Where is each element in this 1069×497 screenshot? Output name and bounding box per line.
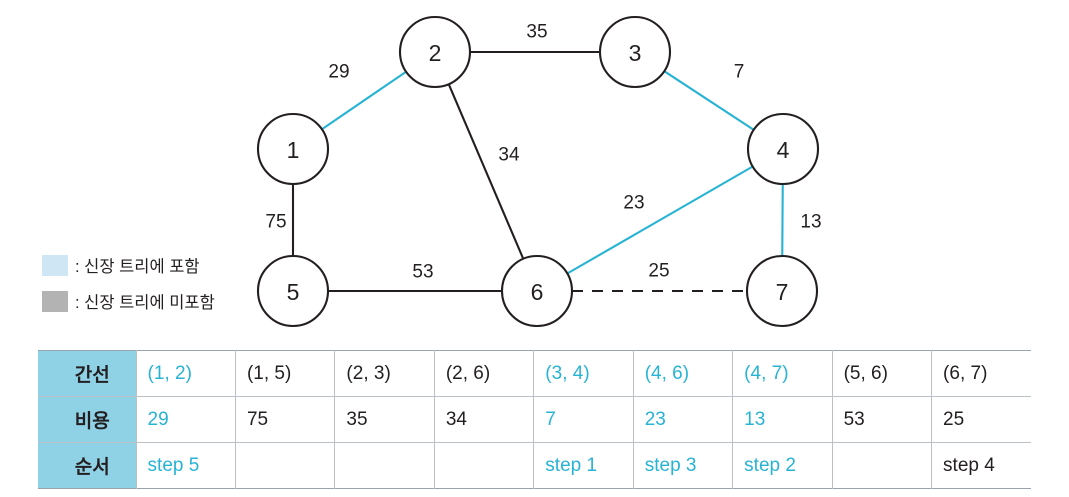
edge-weight-label: 25 — [648, 261, 669, 282]
edge-table-container: 간선 (1, 2)(1, 5)(2, 3)(2, 6)(3, 4)(4, 6)(… — [38, 350, 1031, 489]
cell-cost: 53 — [832, 396, 933, 443]
cell-edge: (2, 3) — [334, 350, 435, 397]
edge-weight-label: 13 — [800, 212, 821, 233]
cell-cost: 29 — [136, 396, 236, 443]
edge-weight-label: 75 — [265, 212, 286, 233]
cell-order: step 2 — [732, 442, 833, 489]
graph-edge-1-2 — [321, 70, 407, 131]
row-header-edge: 간선 — [38, 350, 137, 397]
graph-node-2 — [398, 15, 472, 89]
cell-edge: (5, 6) — [832, 350, 933, 397]
cell-cost: 13 — [732, 396, 833, 443]
legend-swatch-excluded — [42, 290, 68, 312]
graph-edge-3-4 — [663, 70, 755, 131]
edge-cost-order-table: 간선 (1, 2)(1, 5)(2, 3)(2, 6)(3, 4)(4, 6)(… — [38, 350, 1031, 489]
graph-node-6 — [500, 254, 574, 328]
edge-weight-label: 7 — [734, 62, 745, 83]
edge-weight-label: 53 — [412, 262, 433, 283]
edge-weight-label: 23 — [623, 193, 644, 214]
cell-order — [235, 442, 336, 489]
cell-edge: (4, 7) — [732, 350, 833, 397]
edge-weight-label: 34 — [498, 145, 520, 166]
row-header-order: 순서 — [38, 442, 137, 489]
cell-order: step 3 — [633, 442, 734, 489]
row-header-cost: 비용 — [38, 396, 137, 443]
cell-cost: 34 — [434, 396, 535, 443]
legend-item-excluded: : 신장 트리에 미포함 — [42, 286, 272, 316]
cell-edge: (3, 4) — [533, 350, 634, 397]
edge-layer — [291, 50, 784, 293]
graph-node-label: 7 — [776, 279, 789, 305]
cell-cost: 25 — [931, 396, 1031, 443]
graph-node-7 — [745, 254, 819, 328]
legend: : 신장 트리에 포함 : 신장 트리에 미포함 — [42, 250, 272, 322]
legend-swatch-included — [42, 254, 68, 276]
cell-order — [334, 442, 435, 489]
edge-weight-label: 35 — [526, 22, 547, 43]
graph-node-5 — [256, 254, 330, 328]
cell-cost: 23 — [633, 396, 734, 443]
edge-weight-label: 29 — [328, 62, 349, 83]
graph-node-4 — [746, 112, 820, 186]
legend-item-included: : 신장 트리에 포함 — [42, 250, 272, 280]
cell-cost: 7 — [533, 396, 634, 443]
cell-edge: (1, 5) — [235, 350, 336, 397]
graph-node-3 — [598, 15, 672, 89]
legend-label-included: : 신장 트리에 포함 — [75, 258, 200, 276]
cell-edge: (6, 7) — [931, 350, 1031, 397]
graph-node-label: 1 — [287, 137, 300, 163]
cell-cost: 75 — [235, 396, 336, 443]
graph-node-1 — [256, 112, 330, 186]
cell-cost: 35 — [334, 396, 435, 443]
cell-order: step 4 — [943, 454, 995, 476]
cell-edge: (2, 6) — [434, 350, 535, 397]
legend-label-excluded: : 신장 트리에 미포함 — [75, 294, 215, 312]
graph-node-label: 5 — [287, 279, 300, 305]
graph-node-label: 6 — [531, 279, 544, 305]
cell-edge: (1, 2) — [136, 350, 236, 397]
cell-order — [434, 442, 535, 489]
graph-edge-4-6 — [566, 165, 754, 275]
cell-order: step 1 — [533, 442, 634, 489]
graph-node-label: 2 — [429, 40, 442, 66]
table-row-edge: 간선 (1, 2)(1, 5)(2, 3)(2, 6)(3, 4)(4, 6)(… — [38, 350, 1031, 397]
graph-edge-4-7 — [781, 183, 784, 257]
cell-edge: (4, 6) — [633, 350, 734, 397]
cell-order: step 5 — [136, 442, 236, 489]
graph-node-label: 4 — [777, 137, 790, 163]
cell-order — [832, 442, 933, 489]
graph-node-label: 3 — [629, 40, 642, 66]
graph-edge-2-6 — [447, 83, 525, 260]
